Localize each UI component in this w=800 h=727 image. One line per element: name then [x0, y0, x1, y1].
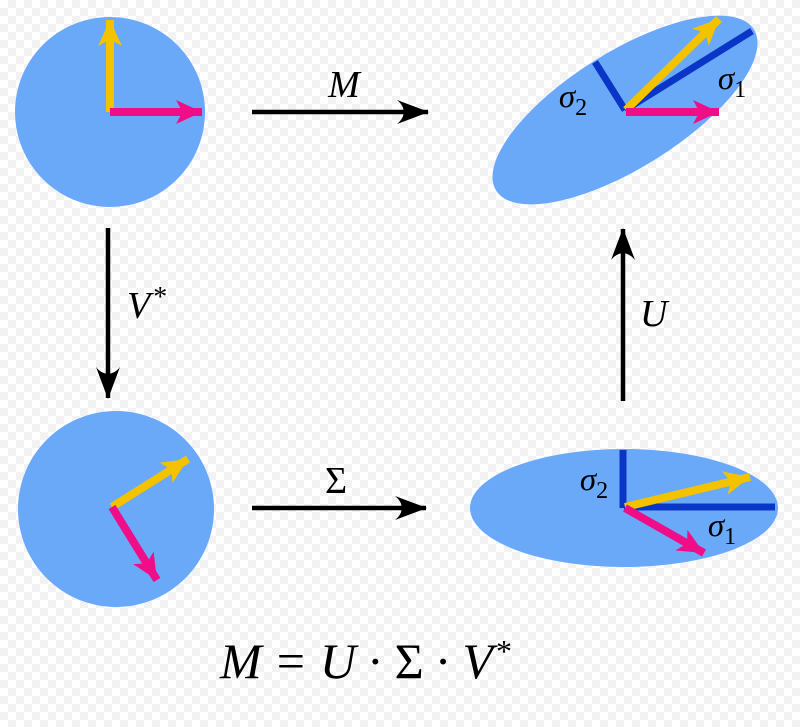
- sigma2-label: σ2: [559, 79, 587, 121]
- scaled-vector-e2: [624, 471, 751, 511]
- rotated-vector-e1: [108, 504, 161, 583]
- map-label-u: U: [640, 293, 670, 335]
- unit-disk-group: [15, 17, 205, 207]
- sigma1-label-scaled: σ1: [708, 508, 736, 550]
- sigma2-axis: [592, 60, 628, 112]
- map-arrows-group: M V* U Σ: [96, 64, 670, 520]
- sigma1-label: σ1: [718, 61, 746, 103]
- scaled-ellipse-group: σ2 σ1: [470, 449, 778, 567]
- svd-formula: M=U·Σ·V*: [219, 633, 512, 689]
- image-ellipse-group: σ2 σ1: [492, 15, 758, 205]
- map-label-vstar: V*: [127, 282, 167, 327]
- sigma2-label-scaled: σ2: [580, 462, 608, 504]
- rotated-vector-e2: [109, 455, 191, 511]
- mapped-vector-me2: [623, 16, 722, 113]
- rotated-disk-group: [18, 411, 214, 607]
- map-label-sigma: Σ: [325, 460, 347, 502]
- scaled-vector-e1: [623, 504, 706, 557]
- map-label-m: M: [327, 64, 362, 106]
- image-ellipse: [492, 15, 758, 205]
- sigma1-axis: [623, 28, 754, 113]
